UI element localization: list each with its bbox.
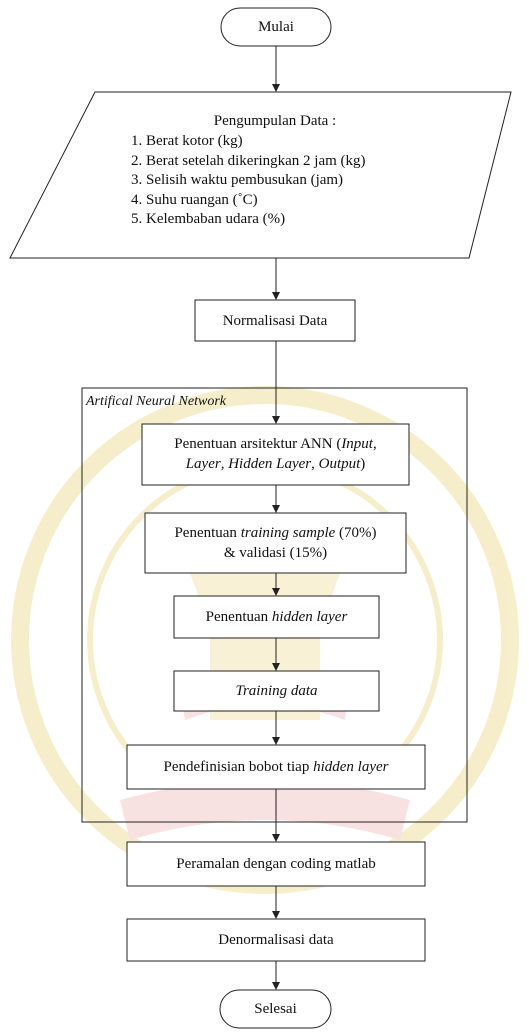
start-label: Mulai [258,19,294,35]
data-item: 4. Suhu ruangan (˚C) [131,191,258,208]
weights-label: Pendefinisian bobot tiap hidden layer [163,759,389,775]
end-label: Selesai [254,1001,297,1017]
hidden-layer-process-box [173,595,380,639]
data-collection-title: Pengumpulan Data : [213,113,337,129]
normalize-label: Normalisasi Data [222,313,328,329]
forecast-label: Peramalan dengan coding matlab [176,856,376,872]
data-item: 2. Berat setelah dikeringkan 2 jam (kg) [131,152,366,169]
normalize-process-box [194,299,356,342]
ann-group-label: Artifical Neural Network [86,394,226,409]
end-terminator [219,989,332,1029]
data-collection-parallelogram [9,91,512,259]
data-item: 1. Berat kotor (kg) [131,133,243,149]
hidden-layer-label: Penentuan hidden layer [205,609,348,625]
architecture-process-box [141,423,410,486]
training-sample-label: Penentuan training sample (70%) & valida… [174,525,377,561]
denormalize-label: Denormalisasi data [218,932,334,948]
forecast-process-box [126,841,426,887]
architecture-label: Penentuan arsitektur ANN (Input, Layer, … [174,436,377,472]
training-data-label: Training data [235,683,318,699]
data-item: 5. Kelembaban udara (%) [131,211,286,227]
ann-group-box [81,387,468,823]
training-data-process-box [173,670,380,712]
training-sample-process-box [144,512,407,574]
data-collection-list: 1. Berat kotor (kg) 2. Berat setelah dik… [131,132,366,230]
denormalize-process-box [126,918,426,962]
data-item: 3. Selisih waktu pembusukan (jam) [131,172,344,188]
seal-ribbon-shape [120,780,410,840]
